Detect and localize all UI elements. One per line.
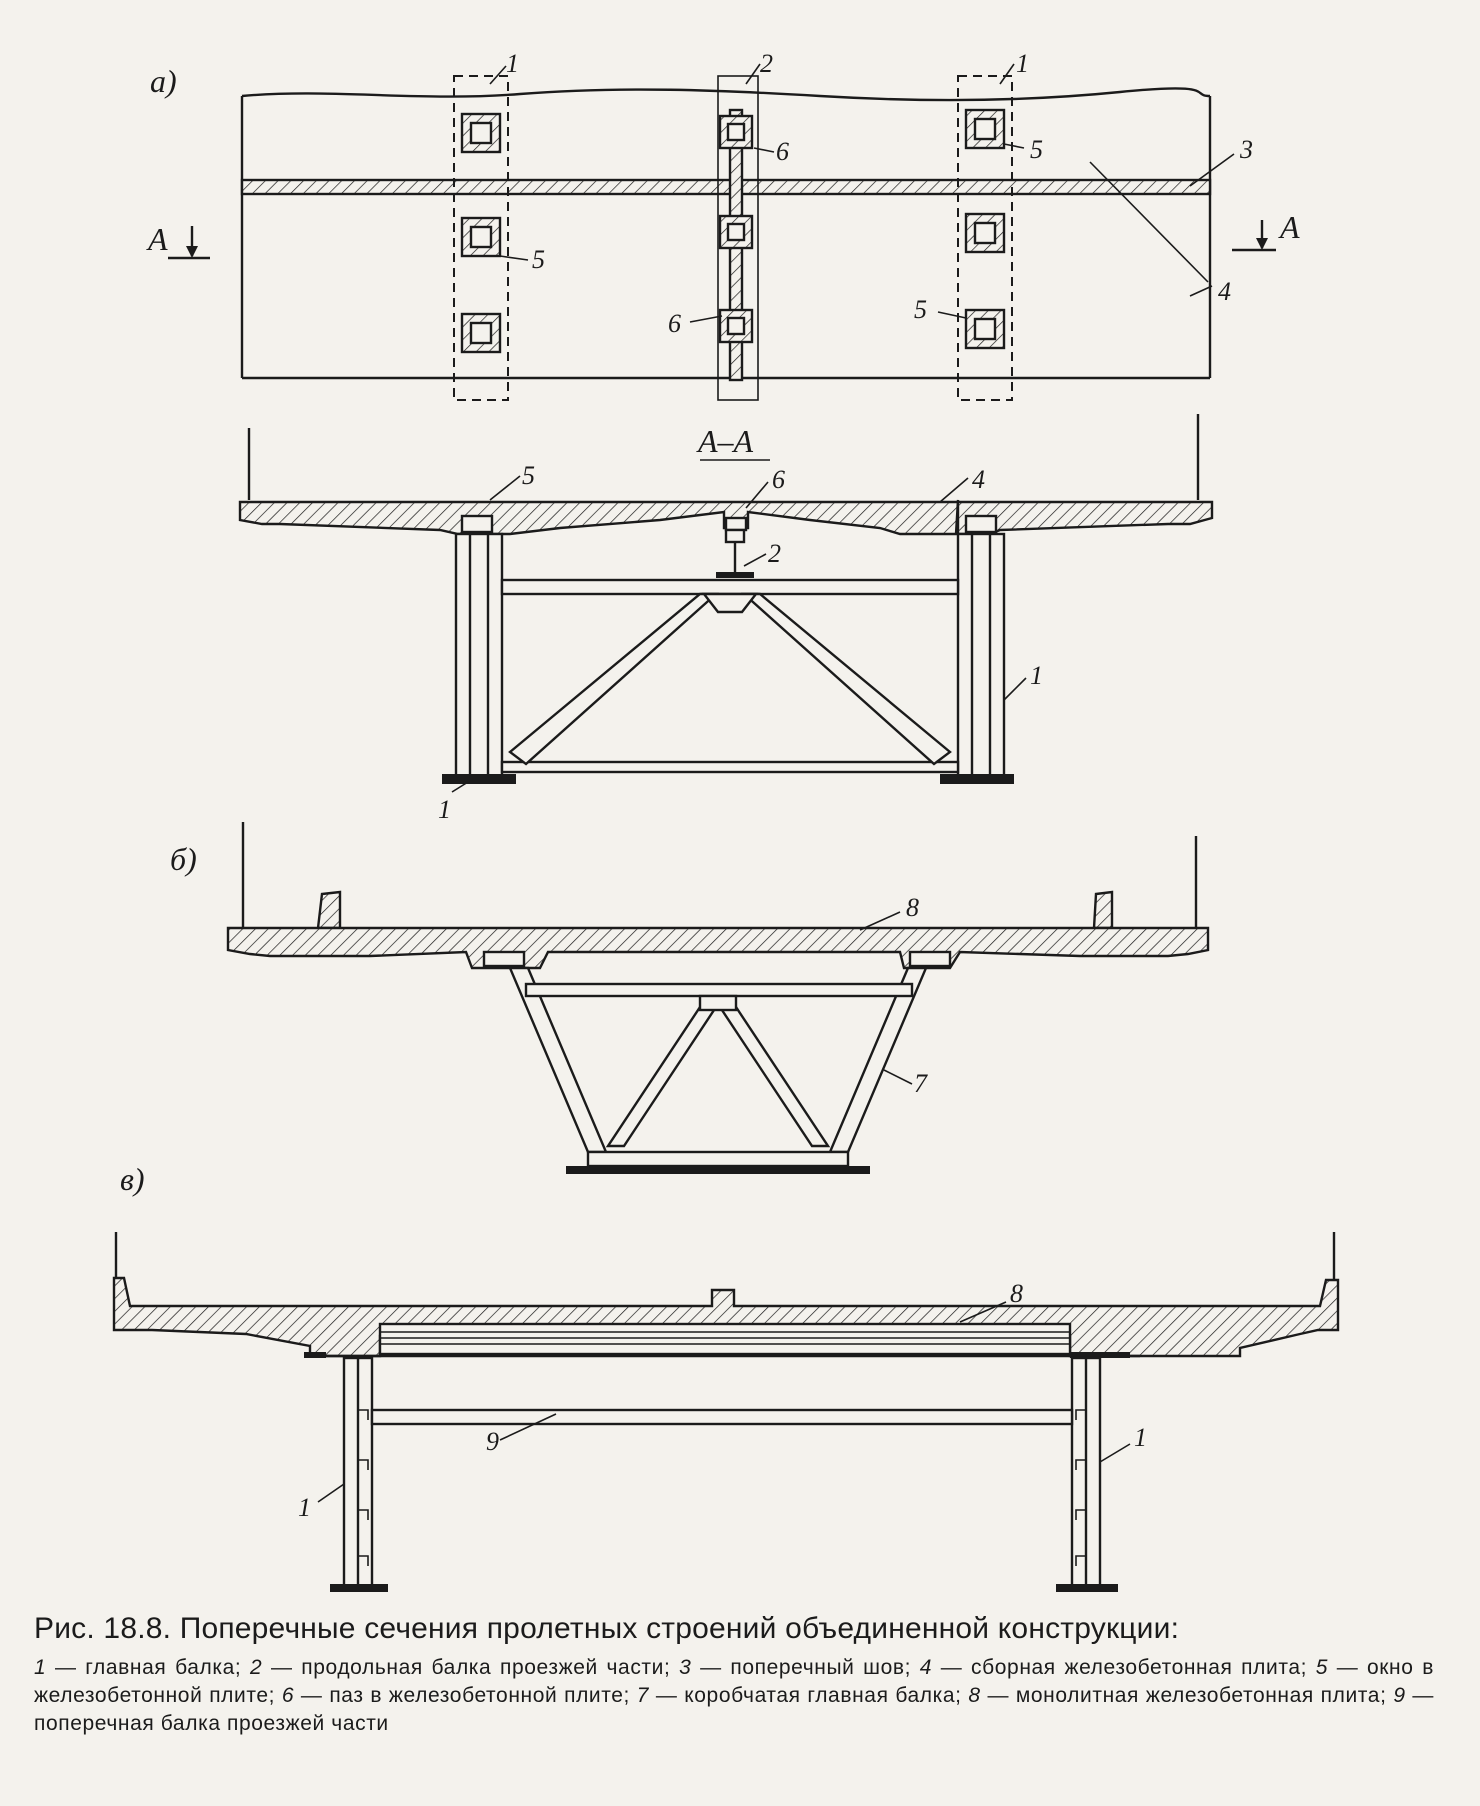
monolithic-slab-c — [112, 1276, 1340, 1358]
callout-2: 2 — [768, 539, 781, 568]
callout-3: 3 — [1239, 135, 1253, 164]
section-c-wide-deck: в) 8 9 1 — [112, 1161, 1340, 1592]
legend-text: сборная железобетонная плита — [971, 1656, 1301, 1679]
legend-number: 6 — [281, 1684, 295, 1707]
windows-right — [964, 108, 1006, 350]
box-girder — [508, 966, 928, 1174]
callout-1: 1 — [438, 795, 451, 824]
curb-left — [316, 890, 342, 930]
window-icon — [460, 112, 502, 154]
legend-number: 4 — [919, 1656, 933, 1679]
caption-legend: 1 — главная балка; 2 — продольная балка … — [34, 1656, 1434, 1735]
legend-item: 9 — поперечная балка проезжей части — [34, 1684, 1434, 1735]
curb-right — [1092, 890, 1114, 930]
bridge-cross-sections-figure: а) — [112, 49, 1340, 1592]
legend-text: поперечный шов — [730, 1656, 905, 1679]
stringer-section — [716, 528, 754, 578]
section-mark-left: А — [146, 221, 210, 260]
callout-5: 5 — [532, 245, 545, 274]
callout-2: 2 — [760, 49, 773, 78]
main-girder-c-left — [330, 1356, 388, 1592]
plan-view-a: а) — [146, 49, 1300, 401]
legend-number: 1 — [34, 1656, 47, 1679]
legend-item: 8 — монолитная железобетонная плита — [968, 1684, 1381, 1707]
legend-item: 3 — поперечный шов — [679, 1656, 905, 1679]
legend-item: 4 — сборная железобетонная плита — [919, 1656, 1301, 1679]
legend-item: 5 — окно в железобетонной плите — [34, 1656, 1434, 1707]
callout-1: 1 — [1134, 1423, 1147, 1452]
legend-text: коробчатая главная балка — [684, 1684, 956, 1707]
legend-number: 8 — [968, 1684, 981, 1707]
callout-5: 5 — [1030, 135, 1043, 164]
svg-text:А: А — [146, 221, 168, 257]
callout-1: 1 — [298, 1493, 311, 1522]
legend-text: главная балка — [85, 1656, 235, 1679]
grooves — [718, 114, 754, 344]
groove-icon — [718, 214, 754, 250]
caption-title: Рис. 18.8. Поперечные сечения пролетных … — [34, 1612, 1180, 1645]
windows-left — [460, 112, 502, 354]
callout-4: 4 — [1218, 277, 1231, 306]
legend-text: окно в железобетонной плите — [34, 1656, 1434, 1707]
callout-6: 6 — [772, 465, 785, 494]
legend-number: 7 — [636, 1684, 650, 1707]
callout-5: 5 — [522, 461, 535, 490]
legend-text: продольная балка проезжей части — [301, 1656, 664, 1679]
legend-item: 1 — главная балка — [34, 1656, 235, 1679]
svg-text:А: А — [1278, 209, 1300, 245]
monolithic-slab-b — [226, 926, 1210, 970]
legend-text: монолитная железобетонная плита — [1015, 1684, 1381, 1707]
callout-6: 6 — [776, 137, 789, 166]
legend-number: 3 — [679, 1656, 692, 1679]
subfigure-a-label: а) — [150, 63, 177, 99]
main-girder-c-right — [1056, 1356, 1118, 1592]
legend-item: 2 — продольная балка проезжей части — [250, 1656, 664, 1679]
legend-number: 9 — [1393, 1684, 1406, 1707]
callout-6: 6 — [668, 309, 681, 338]
plan-break-line — [241, 87, 1211, 102]
main-beam-plan-right — [957, 75, 1013, 401]
subfigure-b-label: б) — [170, 841, 197, 877]
legend-number: 2 — [250, 1656, 263, 1679]
callout-4: 4 — [972, 465, 985, 494]
legend-text: паз в железобетонной плите — [329, 1684, 624, 1707]
figure-caption: Рис. 18.8. Поперечные сечения пролетных … — [34, 1612, 1434, 1738]
callout-1: 1 — [506, 49, 519, 78]
cross-beam — [370, 1408, 1074, 1426]
legend-item: 7 — коробчатая главная балка — [636, 1684, 956, 1707]
callout-8: 8 — [1010, 1279, 1023, 1308]
legend-item: 6 — паз в железобетонной плите — [281, 1684, 624, 1707]
transverse-joint — [240, 178, 1212, 196]
callout-8: 8 — [906, 893, 919, 922]
cross-bracing — [500, 578, 960, 774]
slab-rib-zone — [378, 1322, 1072, 1356]
legend-text: поперечная балка проезжей части — [34, 1712, 389, 1735]
subfigure-c-label: в) — [120, 1161, 145, 1197]
callout-1: 1 — [1030, 661, 1043, 690]
stringer-plan — [717, 75, 759, 401]
callout-1: 1 — [1016, 49, 1029, 78]
section-title: А–А — [696, 423, 754, 459]
section-mark-right: А — [1232, 209, 1300, 252]
section-a-a: А–А — [238, 414, 1214, 824]
callout-9: 9 — [486, 1427, 499, 1456]
main-beam-plan-left — [453, 75, 509, 401]
section-b-box-girder: б) 8 7 — [170, 822, 1210, 1174]
callout-5: 5 — [914, 295, 927, 324]
main-girder-left — [442, 532, 516, 784]
legend-number: 5 — [1315, 1656, 1329, 1679]
main-girder-right — [940, 532, 1014, 784]
callout-7: 7 — [914, 1069, 928, 1098]
